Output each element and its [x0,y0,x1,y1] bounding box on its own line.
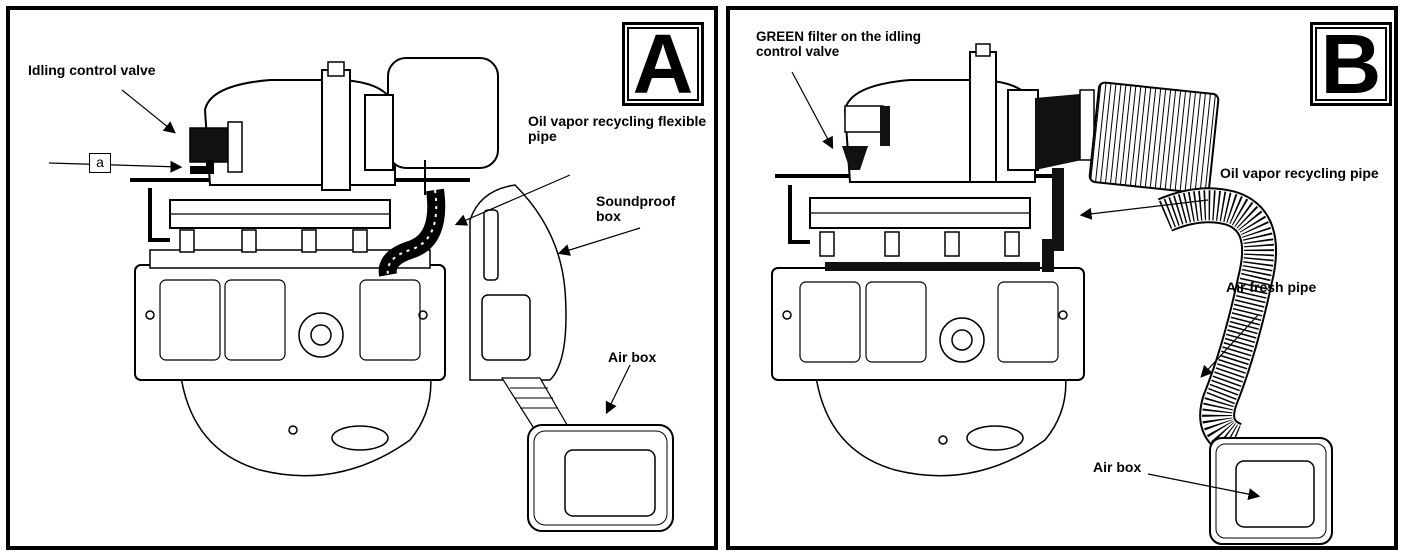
panel-b-badge-letter: B [1315,22,1387,106]
engine-diagram-a [48,57,674,532]
label-oil-vapor-flexible-pipe: Oil vapor recycling flexible pipe [528,113,707,144]
panel-a: A Idling control valve a Oil vapor recyc… [6,6,718,550]
label-air-box-b: Air box [1093,459,1142,475]
label-soundproof-box: Soundproof box [596,193,676,224]
panel-a-badge: A [622,22,704,106]
label-green-filter: GREEN filter on the idling control valve [756,29,921,59]
label-air-fresh-pipe: Air fresh pipe [1226,279,1317,295]
label-idling-control-valve: Idling control valve [28,62,156,78]
label-air-box-a: Air box [608,349,657,365]
label-oil-vapor-recycling-pipe: Oil vapor recycling pipe [1220,165,1379,181]
panel-a-badge-letter: A [627,22,699,106]
engine-diagram-b [771,43,1333,545]
panel-b-badge: B [1310,22,1392,106]
panel-b: B GREEN filter on the idling control val… [726,6,1398,550]
tag-a: a [89,153,111,173]
